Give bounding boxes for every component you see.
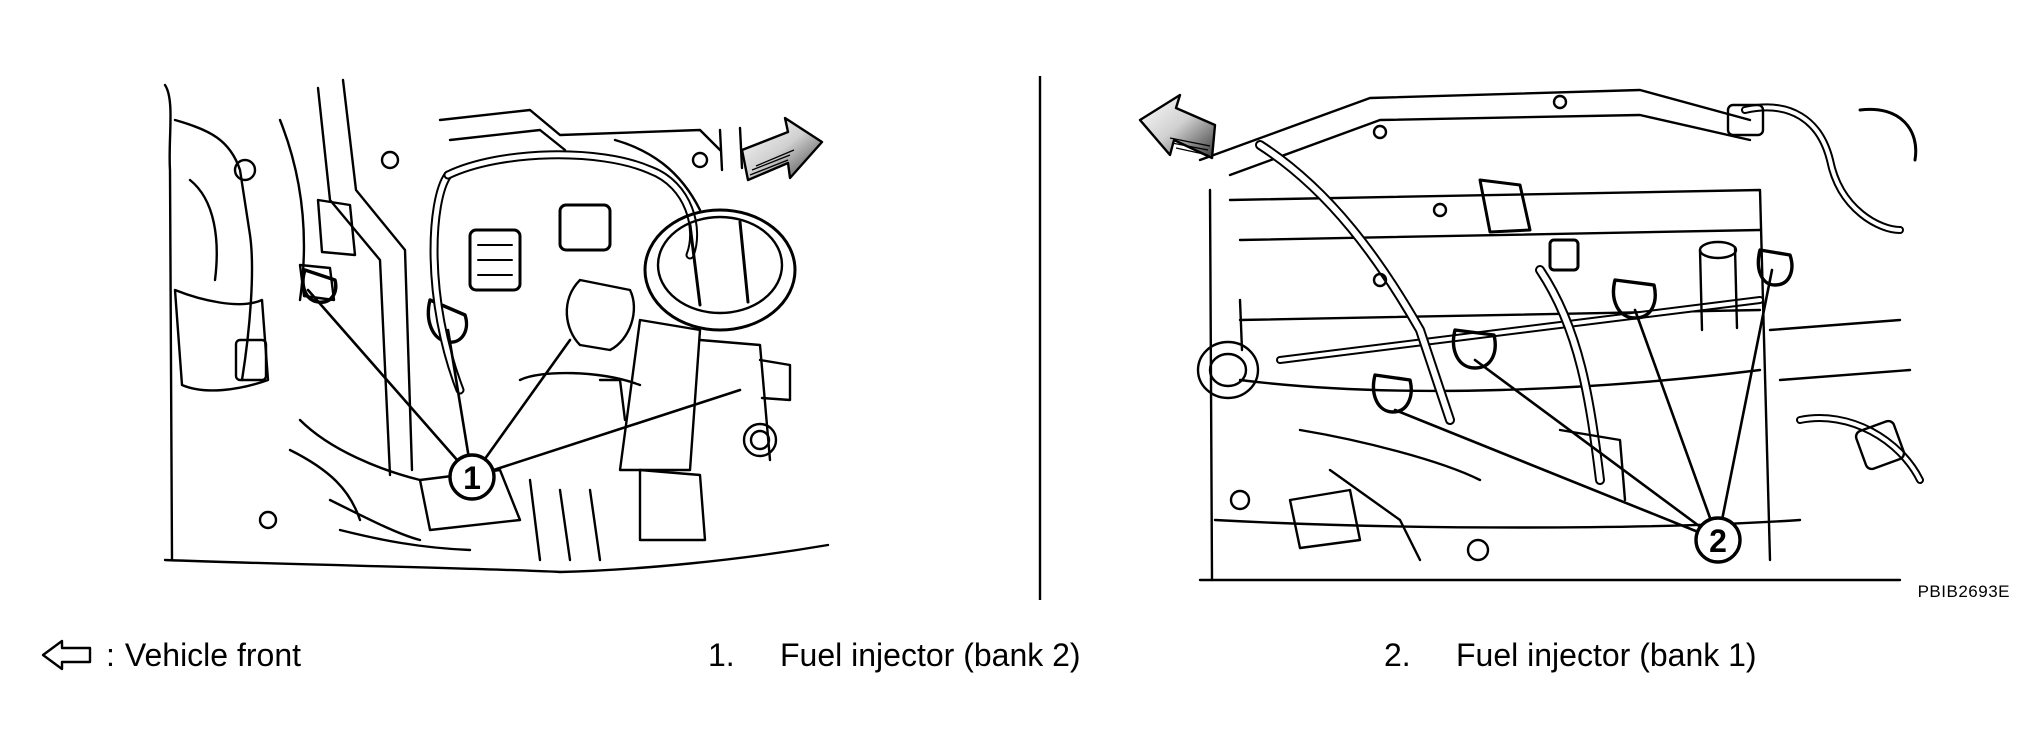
- callout-2-leaders: [1393, 268, 1774, 542]
- callout-1: 1: [448, 453, 496, 501]
- legend-colon: :: [106, 636, 115, 673]
- legend-item-1-number: 1.: [708, 636, 735, 673]
- direction-arrow-left-icon: [1138, 93, 1217, 160]
- legend-item-2-label: Fuel injector (bank 1): [1456, 636, 1757, 673]
- legend-vehicle-front-label: Vehicle front: [124, 636, 301, 673]
- direction-arrow-right-icon: [740, 116, 824, 182]
- legend-item-1: 1. Fuel injector (bank 2): [708, 630, 1081, 680]
- legend-item-2: 2. Fuel injector (bank 1): [1384, 630, 1757, 680]
- callout-1-label: 1: [463, 460, 481, 496]
- engine-figure: 1: [163, 76, 1924, 600]
- hollow-left-arrow-icon: [41, 639, 92, 671]
- callout-2: 2: [1694, 516, 1742, 564]
- right-engine-illustration: [1196, 88, 1924, 582]
- callout-1-leaders: [306, 288, 742, 479]
- callout-2-label: 2: [1709, 523, 1727, 559]
- legend-item-2-number: 2.: [1384, 636, 1411, 673]
- left-engine-illustration: [163, 78, 830, 574]
- figure-code: PBIB2693E: [1917, 582, 2010, 601]
- legend-item-1-label: Fuel injector (bank 2): [780, 636, 1081, 673]
- legend-vehicle-front: : Vehicle front: [40, 630, 301, 680]
